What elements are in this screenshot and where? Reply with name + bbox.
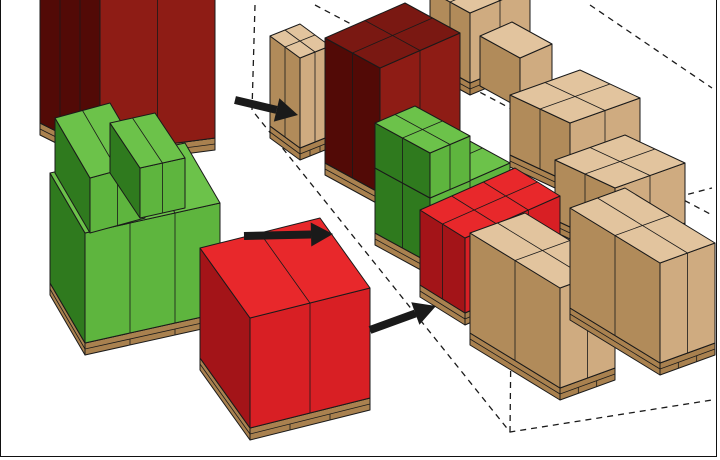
green-source-upper-right-seam	[132, 117, 163, 164]
tan-pallet-4-seam	[584, 148, 656, 175]
arrow-3-shaft	[368, 309, 417, 334]
tan-front-2-seam	[614, 215, 671, 236]
zone-right-edge	[589, 4, 713, 89]
tan-pallet-front	[469, 187, 716, 401]
green-source-upper-right	[109, 112, 186, 219]
arrow-right-icon	[368, 302, 436, 334]
red-pallet-source	[199, 217, 371, 441]
red-source-base-slat	[249, 403, 371, 435]
tan-front-2	[569, 187, 716, 364]
green-pallet-source	[49, 102, 221, 356]
arrow-right-icon	[243, 222, 333, 247]
arrow-1-head	[273, 98, 298, 122]
green-source-base-slat	[84, 318, 221, 350]
arrow-2-shaft	[243, 230, 312, 240]
zone-left-edge	[251, 4, 713, 433]
red-source-stack-seam	[259, 232, 311, 304]
tan-front-2-base-slat	[569, 313, 661, 370]
tan-pallet-3-seam	[539, 83, 611, 110]
tan-pallet-1-base-slat	[269, 131, 301, 155]
arrow-right-icon	[234, 96, 298, 122]
red-source-stack	[199, 217, 371, 429]
dark-red-placed-base-slat	[324, 168, 381, 200]
tan-front-1-base-slat	[559, 373, 616, 395]
red-placed-base-slat	[419, 290, 466, 320]
tan-pallet-2-top-face	[445, 0, 503, 14]
arrow-3-head	[411, 302, 436, 325]
tan-front-1-seam	[514, 240, 571, 261]
arrow-2-head	[310, 222, 333, 247]
tan-front-2-base-slat	[659, 348, 716, 370]
green-placed-upper-seam	[402, 120, 443, 139]
red-placed-stack-seam	[442, 181, 538, 225]
arrow-1-shaft	[234, 96, 278, 114]
tan-pallet-1-seam	[284, 34, 316, 48]
red-source-base-slat	[199, 363, 251, 435]
dark-red-placed-stack-seam	[352, 17, 433, 54]
tan-front-1-base-slat	[469, 338, 561, 395]
tan-box-small-top-face	[479, 21, 553, 59]
green-placed-upper	[374, 105, 471, 199]
tan-pallet-1	[269, 23, 331, 149]
arrows	[234, 96, 436, 334]
green-source-base-slat	[49, 288, 86, 350]
